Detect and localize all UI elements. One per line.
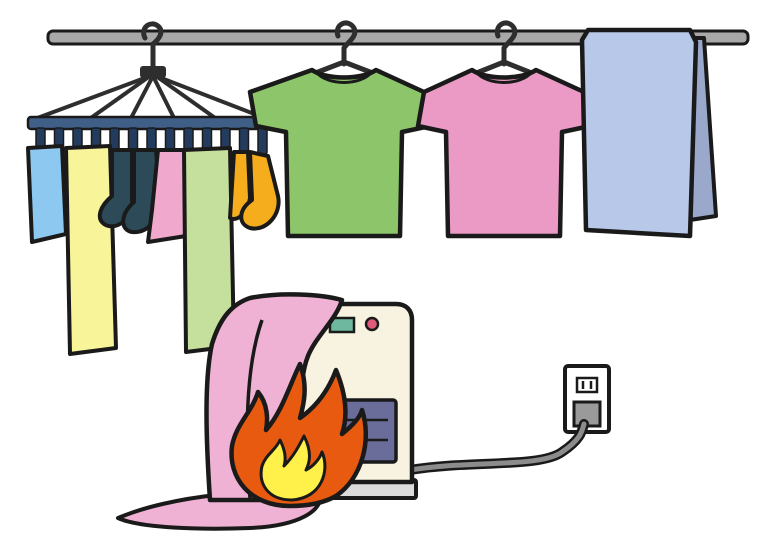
clip-hanger-bar: [26, 115, 278, 131]
heater-knob: [364, 316, 380, 332]
blue-towel-front: [579, 27, 699, 239]
blue-towel: [579, 27, 718, 239]
small-pink-cloth: [146, 148, 188, 244]
flame-inner: [259, 434, 327, 502]
clip-hanger-spokes: [30, 74, 272, 122]
pink-shirt-body: [415, 67, 593, 239]
green-t-shirt: [247, 20, 433, 239]
pink-t-shirt: [415, 20, 593, 239]
green-shirt-body: [247, 67, 433, 239]
yellow-cloth: [64, 144, 118, 356]
wall-outlet: [563, 364, 611, 434]
green-shirt-hanger-hook: [334, 20, 358, 67]
pink-shirt-hanger-hook: [494, 20, 518, 67]
blue-cloth: [26, 144, 68, 244]
clothes-rod: [46, 29, 750, 46]
yellow-sock-front: [239, 150, 281, 231]
fire: [229, 361, 369, 509]
outlet-socket: [575, 376, 599, 394]
clip-hanger-hub: [140, 66, 166, 78]
power-cord: [407, 421, 587, 473]
power-plug: [572, 400, 602, 428]
clip-hanger-hook: [141, 21, 164, 71]
clothespin: [257, 127, 268, 155]
